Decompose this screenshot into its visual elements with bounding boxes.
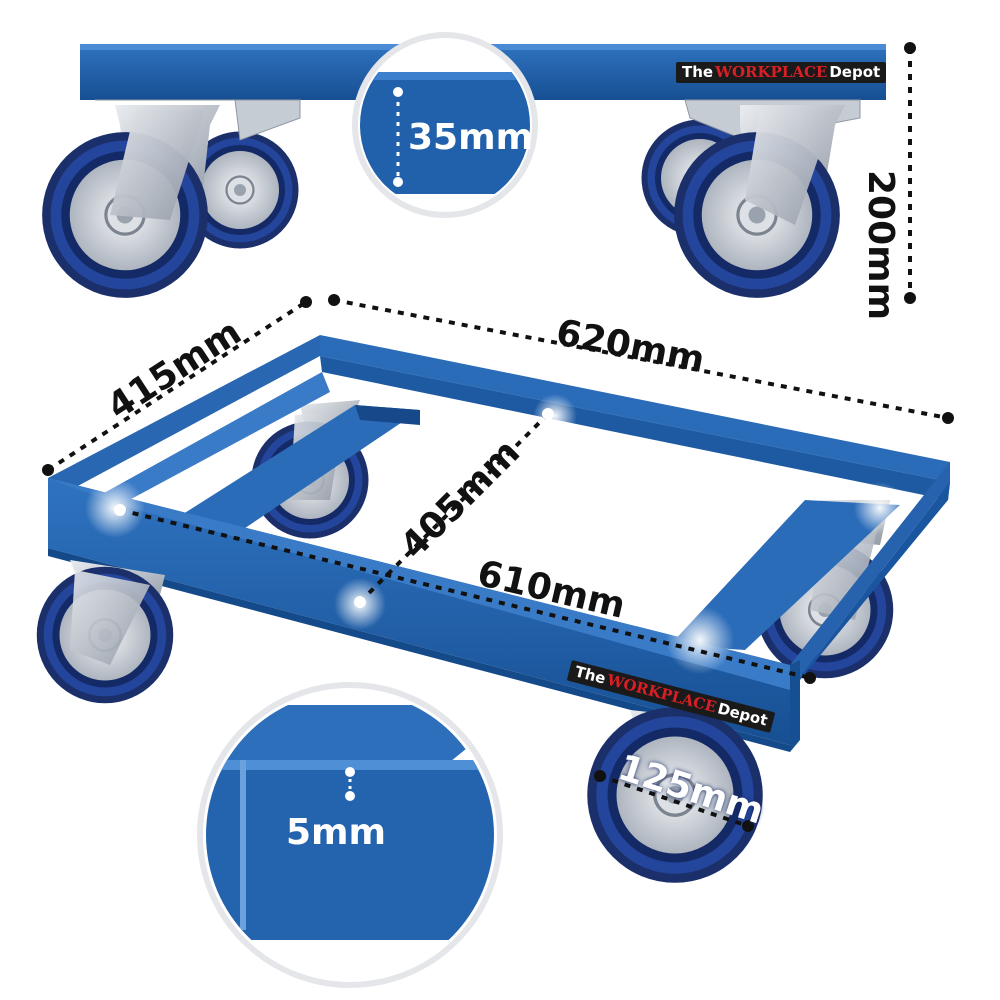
brand-workplace: WORKPLACE (715, 63, 828, 81)
wall-thickness-zoom (197, 682, 503, 988)
front-caster-left (35, 560, 175, 705)
cross-bar-left (150, 405, 420, 545)
dim-label-5mm: 5mm (286, 812, 387, 853)
dim-line-620 (333, 298, 949, 420)
brand-depot: Depot (829, 63, 881, 81)
dim-line-125 (599, 774, 749, 828)
cross-bar-right (670, 500, 900, 650)
frame-depth-zoom (352, 32, 538, 218)
frame-back-rail (320, 335, 950, 482)
dim-line-610 (119, 508, 811, 680)
front-caster-right (585, 705, 765, 885)
dim-label-200mm: 200mm (860, 170, 901, 321)
dim-line-405 (358, 412, 550, 604)
brand-the: The (682, 63, 714, 81)
left-caster-bracket (95, 99, 301, 141)
dim-label-35mm: 35mm (408, 117, 534, 158)
